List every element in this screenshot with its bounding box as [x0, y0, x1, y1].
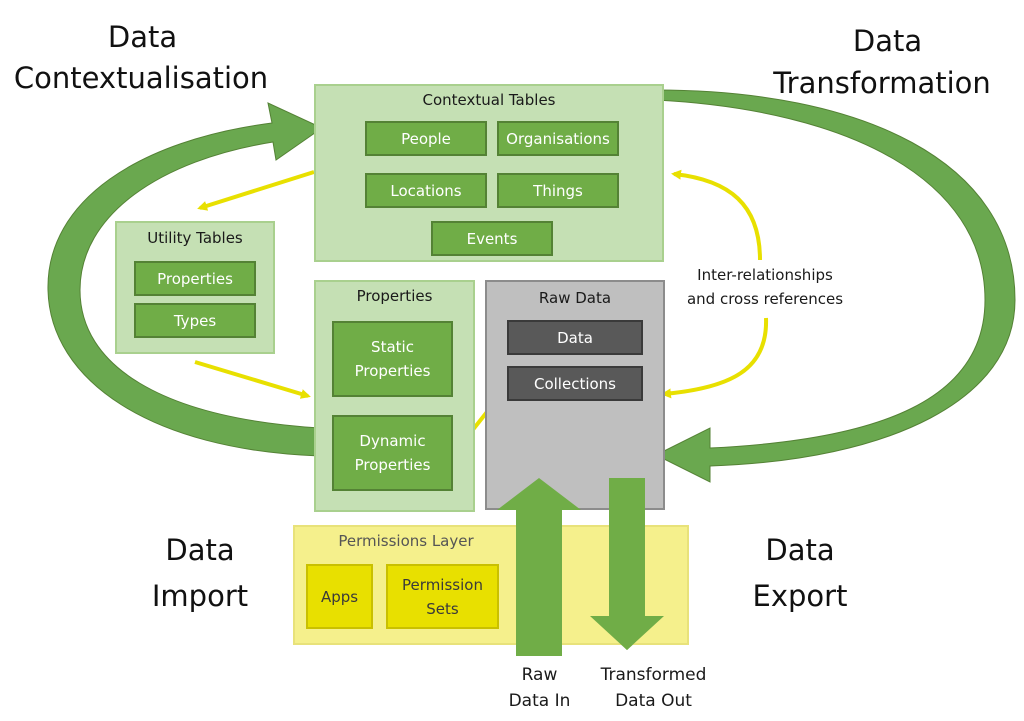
utility-properties-table: Properties — [134, 261, 256, 296]
data-contextualisation-label: Data — [107, 20, 178, 54]
static-properties-box: Static Properties — [332, 321, 453, 397]
utility-to-properties-connector — [194, 360, 311, 399]
raw-data-in-label: Raw Data In — [508, 665, 571, 711]
organisations-table: Organisations — [497, 121, 619, 156]
data-transformation-label: Data — [852, 24, 923, 58]
inter-relationship-lower-arrow — [661, 317, 769, 399]
utility-types-table: Types — [134, 303, 256, 338]
data-export-label: Data Export — [752, 533, 848, 613]
raw-data-box: Data — [507, 320, 643, 355]
permission-sets-box: Permission Sets — [386, 564, 499, 629]
people-table: People — [365, 121, 487, 156]
permissions-layer-title: Permissions Layer — [338, 532, 474, 550]
contextual-to-utility-connector — [197, 170, 315, 211]
dynamic-properties-box: Dynamic Properties — [332, 415, 453, 491]
data-import-label: Data Import — [151, 533, 249, 613]
transformation-cycle-arrow — [654, 89, 1016, 483]
transformed-data-out-label: Transformed Data Out — [600, 665, 707, 711]
apps-box: Apps — [306, 564, 373, 629]
contextual-tables-title: Contextual Tables — [422, 91, 556, 109]
utility-tables-title: Utility Tables — [147, 229, 243, 247]
contextualisation-cycle-arrow — [47, 102, 324, 457]
inter-relationship-upper-arrow — [671, 169, 762, 261]
data-contextualisation-label-line2: Contextualisation — [13, 61, 269, 95]
locations-table: Locations — [365, 173, 487, 208]
data-transformation-label-line2: Transformation — [773, 66, 991, 100]
things-table: Things — [497, 173, 619, 208]
raw-data-title: Raw Data — [538, 289, 612, 307]
inter-relationships-note: Inter-relationships and cross references — [686, 266, 844, 308]
properties-title: Properties — [356, 287, 433, 305]
collections-box: Collections — [507, 366, 643, 401]
events-table: Events — [431, 221, 553, 256]
